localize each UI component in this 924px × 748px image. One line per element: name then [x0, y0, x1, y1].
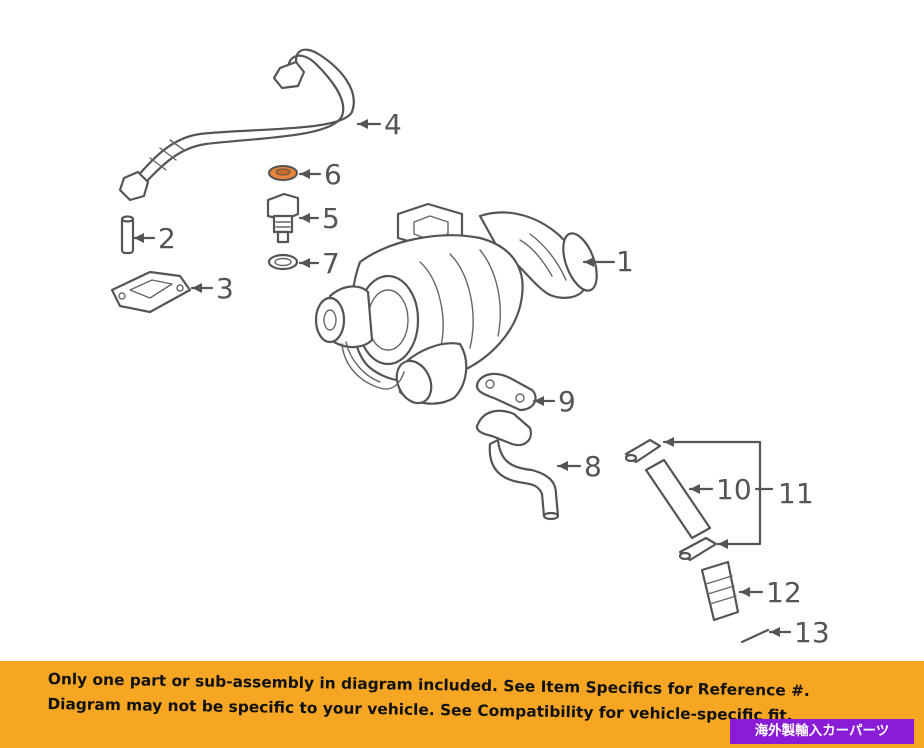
callout-11: 11 [778, 477, 814, 510]
callout-13: 13 [794, 616, 830, 649]
oil-fitting [266, 192, 300, 244]
callout-8: 8 [584, 450, 602, 483]
callout-5: 5 [322, 202, 340, 235]
callout-3: 3 [216, 272, 234, 305]
turbocharger-parts-diagram: 1 2 3 4 5 6 7 8 9 10 11 12 13 [110, 48, 830, 649]
callout-2: 2 [158, 222, 176, 255]
callout-4: 4 [384, 108, 402, 141]
turbocharger-assembly [314, 202, 598, 405]
callout-6: 6 [324, 158, 342, 191]
oil-drain-tube [475, 409, 560, 521]
dowel-pin [120, 215, 135, 255]
callout-leaders [132, 119, 792, 637]
callout-9: 9 [558, 385, 576, 418]
shop-badge: 海外製輸入カーパーツ [730, 719, 914, 744]
seal-ring-highlighted [268, 165, 298, 181]
oil-drain-gasket [475, 372, 537, 412]
coolant-hose-assembly [624, 438, 770, 644]
flange-gasket [110, 270, 192, 314]
o-ring [267, 253, 299, 271]
callout-1: 1 [616, 245, 634, 278]
callout-12: 12 [766, 576, 802, 609]
callout-7: 7 [322, 247, 340, 280]
oil-feed-pipe [118, 48, 355, 202]
callout-labels: 1 2 3 4 5 6 7 8 9 10 11 12 13 [158, 108, 830, 649]
callout-10: 10 [716, 473, 752, 506]
